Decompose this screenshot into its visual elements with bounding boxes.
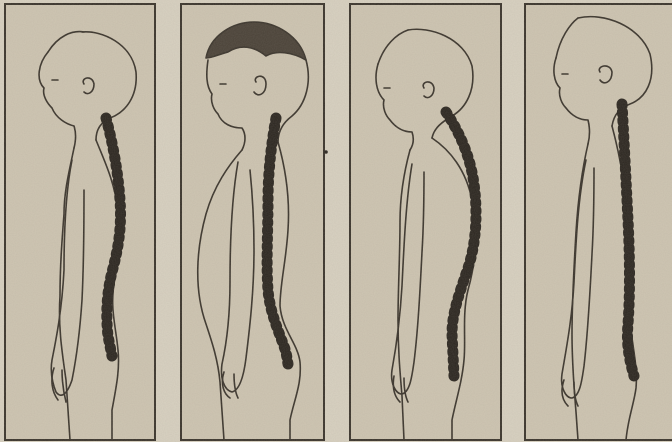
posture-illustration [0, 0, 672, 442]
paper-grain-overlay [0, 0, 672, 442]
